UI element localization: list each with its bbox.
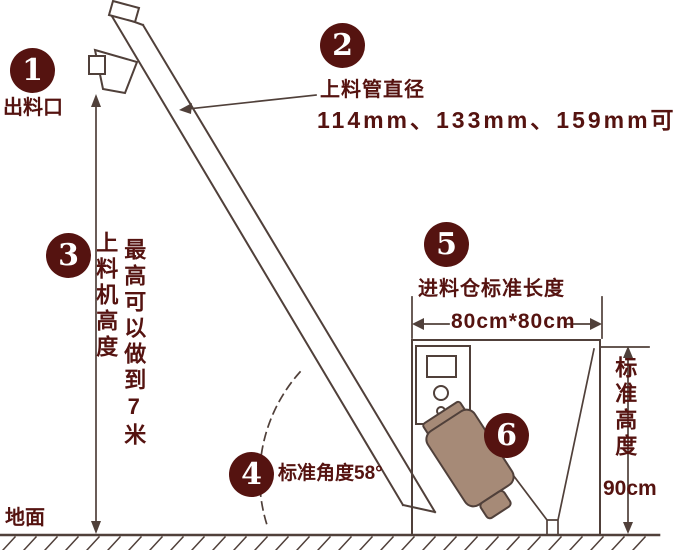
drive-motor <box>422 400 515 520</box>
arrow-left-icon <box>412 318 424 330</box>
angle-label: 标准角度58° <box>278 463 383 484</box>
ground-hatching <box>1 535 647 550</box>
pipe-diameter-sizes: 114mm、133mm、159mm可 <box>317 107 674 133</box>
pipe-pointer-line <box>179 94 317 114</box>
width-dimension <box>411 296 603 339</box>
tube-top-cap <box>107 0 141 24</box>
callout-badge-3: 3 <box>46 233 91 278</box>
callout-badge-6: 6 <box>484 413 529 458</box>
panel-display <box>426 355 457 378</box>
feed-tube <box>107 0 437 514</box>
panel-knob-icon <box>433 385 449 401</box>
ground-line <box>0 533 661 550</box>
discharge-spout <box>88 48 139 95</box>
ground-label: 地面 <box>5 507 45 529</box>
feeder-height-label: 上料机高度 <box>93 231 119 361</box>
pipe-diameter-title: 上料管直径 <box>320 79 425 101</box>
arrow-down-icon <box>623 522 633 534</box>
callout-badge-2: 2 <box>320 23 365 68</box>
hopper-size-label: 80cm*80cm <box>451 310 576 333</box>
height-dimension-value: 90cm <box>603 477 657 500</box>
height-dimension-label: 标准高度 <box>612 356 638 460</box>
callout-badge-5: 5 <box>424 222 469 267</box>
callout-badge-1: 1 <box>10 48 55 93</box>
arrow-up-icon <box>623 346 633 358</box>
arrow-right-icon <box>590 318 602 330</box>
right-height-dimension <box>600 346 650 534</box>
feeder-height-note: 最高可以做到7米 <box>121 238 147 449</box>
arrow-left-icon <box>179 103 192 114</box>
arrow-up-icon <box>91 94 101 107</box>
left-height-dimension <box>91 94 101 534</box>
hopper-length-title: 进料仓标准长度 <box>418 278 565 300</box>
angle-arc <box>258 370 302 530</box>
callout-badge-4: 4 <box>229 452 274 497</box>
outlet-label: 出料口 <box>3 97 63 119</box>
arrow-down-icon <box>91 521 101 534</box>
